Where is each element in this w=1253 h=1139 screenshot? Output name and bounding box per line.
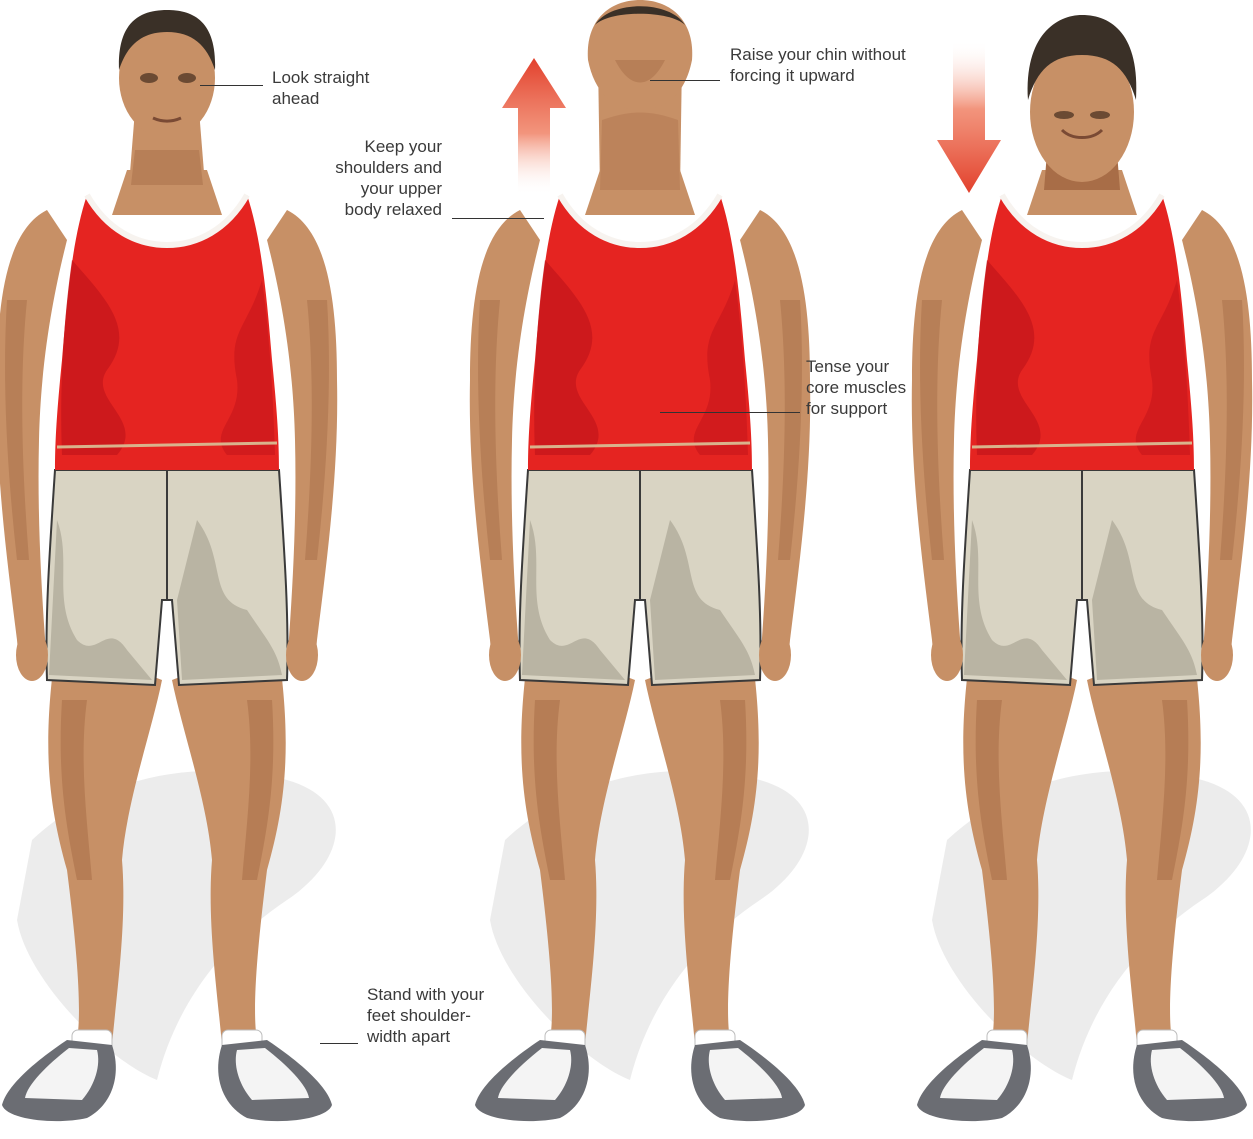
callout-feet: Stand with your feet shoulder- width apa… — [367, 984, 484, 1047]
leader-chin — [650, 80, 720, 81]
down-arrow-icon — [937, 40, 1001, 193]
callout-shoulders: Keep your shoulders and your upper body … — [318, 136, 442, 220]
leader-shoulders — [452, 218, 544, 219]
figure-neutral — [0, 10, 337, 1121]
callout-chin: Raise your chin without forcing it upwar… — [730, 44, 906, 86]
up-arrow-icon — [502, 58, 566, 195]
leader-core — [660, 412, 800, 413]
leader-feet — [320, 1043, 358, 1044]
callout-core: Tense your core muscles for support — [806, 356, 906, 419]
leader-look-ahead — [200, 85, 263, 86]
callout-look-ahead: Look straight ahead — [272, 67, 369, 109]
